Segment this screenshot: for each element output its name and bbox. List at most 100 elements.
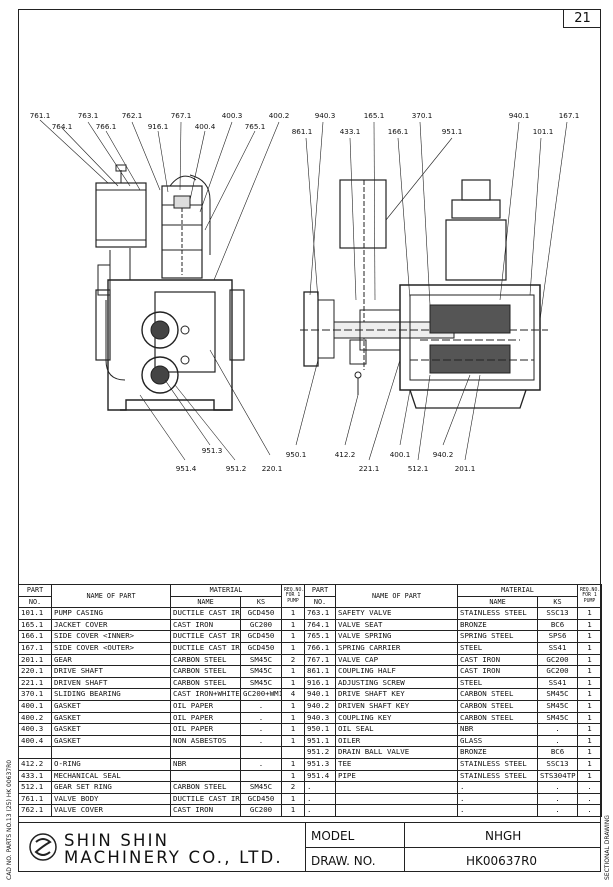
material-ks: BC6 [537,746,578,759]
callout-label: 220.1 [261,464,283,473]
material-ks: STS304TP [537,769,578,783]
quantity: 1 [281,630,305,643]
part-name: GASKET [51,699,171,713]
material-ks: GCD450 [240,607,282,620]
part-name: GASKET [51,723,171,736]
part-no: 951.4 [304,769,336,783]
part-no: . [304,781,336,794]
material-name: STEEL [457,676,538,690]
part-name: TEE [335,757,458,771]
part-name: PUMP CASING [51,607,171,620]
part-name: ADJUSTING SCREW [335,676,458,690]
part-name: OILER [335,734,458,748]
material-ks: . [537,804,578,817]
quantity: 1 [281,757,305,771]
material-ks: GC200+WM1 [240,688,282,701]
material-ks [240,769,282,783]
material-name: OIL PAPER [170,723,241,736]
part-no: 767.1 [304,653,336,667]
callout-label: 165.1 [363,111,385,120]
header-no: NO. [18,595,52,609]
material-name: CAST IRON [170,618,241,632]
quantity: 1 [577,653,602,667]
material-ks: GCD450 [240,641,282,655]
part-no: 433.1 [18,769,52,783]
material-ks: GC200 [537,653,578,667]
part-name: GEAR [51,653,171,667]
quantity: 1 [577,699,602,713]
material-ks: SM45C [240,665,282,678]
material-ks: SSC13 [537,757,578,771]
part-name: GASKET [51,711,171,725]
material-name: SPRING STEEL [457,630,538,643]
part-name: VALVE CAP [335,653,458,667]
part-no: 400.3 [18,723,52,736]
part-name [335,804,458,817]
quantity: 1 [281,676,305,690]
material-ks: GC200 [537,665,578,678]
callout-label: 766.1 [95,122,117,131]
callout-label: 761.1 [29,111,51,120]
part-name: DRIVE SHAFT [51,665,171,678]
header-req-no: REQ.NO. FOR 1 PUMP [281,583,305,609]
material-ks: SS41 [537,641,578,655]
quantity: 1 [577,607,602,620]
material-ks: SM45C [537,711,578,725]
material-name: STEEL [457,641,538,655]
callout-label: 765.1 [244,122,266,131]
material-name [170,746,241,759]
part-no: 761.1 [18,792,52,806]
part-name [51,746,171,759]
part-name: SIDE COVER <OUTER> [51,641,171,655]
callout-label: 412.2 [334,450,356,459]
callout-label: 433.1 [339,127,361,136]
material-name: STAINLESS STEEL [457,757,538,771]
material-name: CARBON STEEL [457,711,538,725]
material-name: OIL PAPER [170,699,241,713]
part-no: 950.1 [304,723,336,736]
page-number: 21 [563,9,601,28]
part-no: 861.1 [304,665,336,678]
header-ks: KS [537,595,578,609]
quantity: 1 [281,769,305,783]
part-name [335,781,458,794]
parts-list-left: PART NAME OF PART MATERIAL REQ.NO. FOR 1… [18,583,305,817]
header-mat-name: NAME [170,595,241,609]
part-name: DRIVE SHAFT KEY [335,688,458,701]
part-no: 201.1 [18,653,52,667]
table-row: .... [304,792,602,806]
part-no: 220.1 [18,665,52,678]
callout-label: 951.1 [441,127,463,136]
material-ks: . [537,781,578,794]
part-no: 400.2 [18,711,52,725]
part-no: 765.1 [304,630,336,643]
material-ks: . [537,792,578,806]
callout-label: 400.2 [268,111,290,120]
quantity: 1 [577,723,602,736]
quantity: 1 [577,769,602,783]
material-ks: . [240,757,282,771]
header-material: MATERIAL [170,584,282,597]
header-no: NO. [304,595,336,609]
quantity: 1 [577,630,602,643]
side-note-right: SECTIONAL DRAWING [604,815,611,880]
material-name: GLASS [457,734,538,748]
material-name: NON ASBESTOS [170,734,241,748]
quantity: 1 [281,699,305,713]
callout-label: 767.1 [170,111,192,120]
quantity: 1 [281,804,305,817]
quantity: . [577,804,602,817]
callout-label: 951.3 [201,446,223,455]
material-name: CAST IRON [170,804,241,817]
material-name: STAINLESS STEEL [457,769,538,783]
callout-label: 166.1 [387,127,409,136]
material-ks: SM45C [240,676,282,690]
material-name: BRONZE [457,618,538,632]
